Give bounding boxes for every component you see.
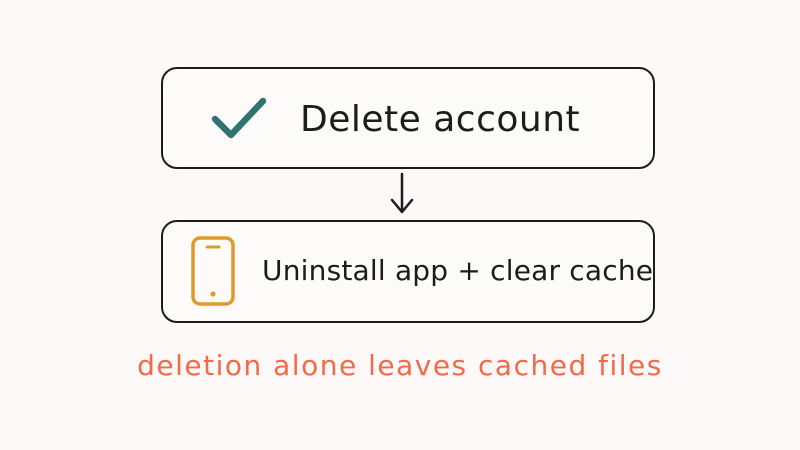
step-label: Delete account <box>300 99 581 140</box>
step-label: Uninstall app + clear cache <box>262 254 654 287</box>
checkmark-icon <box>210 95 268 143</box>
step-uninstall-app <box>161 220 655 323</box>
arrow-down-icon <box>389 172 415 220</box>
smartphone-icon <box>190 235 236 307</box>
caption-note: deletion alone leaves cached files <box>137 349 663 382</box>
